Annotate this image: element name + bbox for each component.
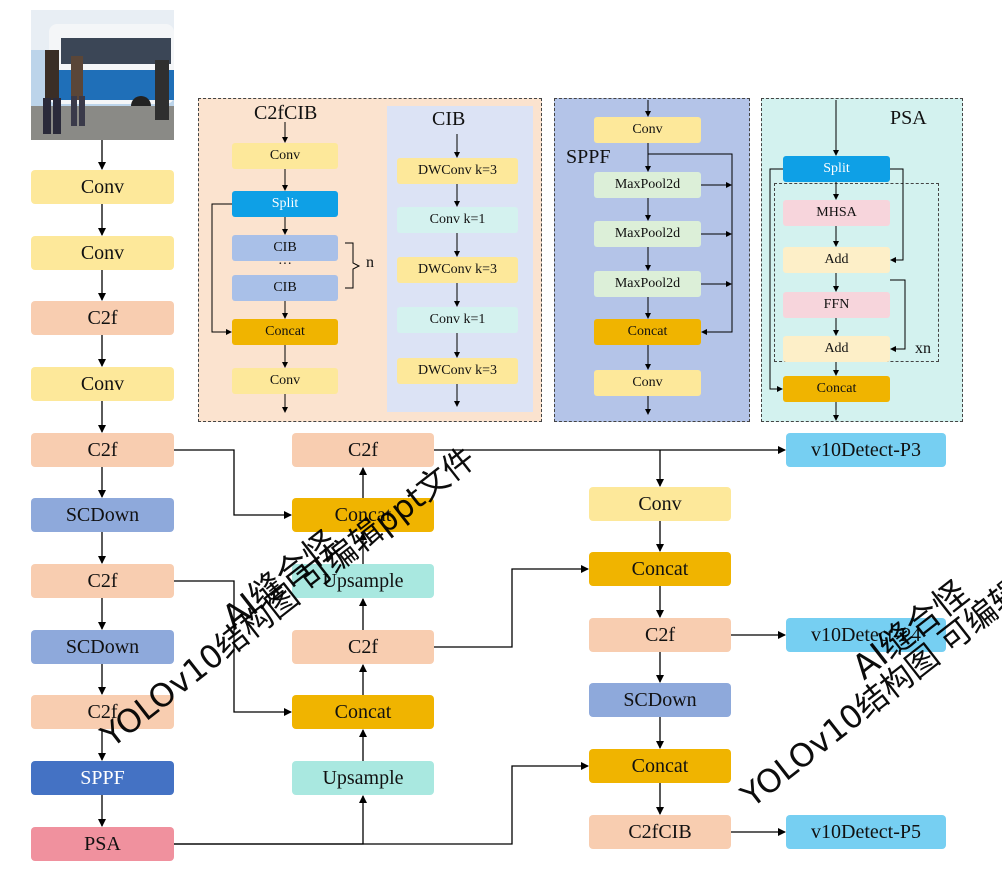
- psa-ffn: FFN: [783, 292, 890, 318]
- psa-add-1: Add: [783, 247, 890, 273]
- c2fcib-cib-2: CIB: [232, 275, 338, 301]
- psa-mhsa: MHSA: [783, 200, 890, 226]
- cib-conv-2: Conv k=1: [397, 307, 518, 333]
- backbone-scdown-1: SCDown: [31, 498, 174, 532]
- backbone-c2f-2: C2f: [31, 433, 174, 467]
- c2fcib-concat: Concat: [232, 319, 338, 345]
- cib-conv-1: Conv k=1: [397, 207, 518, 233]
- input-image: [31, 10, 174, 140]
- sppf-conv-2: Conv: [594, 370, 701, 396]
- backbone-psa: PSA: [31, 827, 174, 861]
- neck-c2f-mid: C2f: [292, 630, 434, 664]
- watermark-4: YOLOv10结构图 可编辑ppt文件: [733, 499, 1002, 815]
- backbone-scdown-2: SCDown: [31, 630, 174, 664]
- sppf-maxpool-2: MaxPool2d: [594, 221, 701, 247]
- sppf-maxpool-1: MaxPool2d: [594, 172, 701, 198]
- detect-p4: v10Detect-P4: [786, 618, 946, 652]
- psa-title: PSA: [890, 107, 927, 129]
- neck-upsample-bottom: Upsample: [292, 761, 434, 795]
- cib-dwconv-1: DWConv k=3: [397, 158, 518, 184]
- c2fcib-ellipsis: ···: [278, 257, 292, 272]
- c2fcib-n-label: n: [366, 254, 374, 271]
- sppf-title: SPPF: [566, 146, 611, 168]
- neck-c2f-top: C2f: [292, 433, 434, 467]
- head-concat-1: Concat: [589, 552, 731, 586]
- neck-upsample-top: Upsample: [292, 564, 434, 598]
- neck-concat-top: Concat: [292, 498, 434, 532]
- cib-title: CIB: [432, 108, 466, 130]
- cib-dwconv-2: DWConv k=3: [397, 257, 518, 283]
- backbone-conv-1: Conv: [31, 170, 174, 204]
- c2fcib-title: C2fCIB: [254, 102, 318, 124]
- psa-concat: Concat: [783, 376, 890, 402]
- psa-add-2: Add: [783, 336, 890, 362]
- head-scdown: SCDown: [589, 683, 731, 717]
- backbone-c2f-1: C2f: [31, 301, 174, 335]
- detect-p5: v10Detect-P5: [786, 815, 946, 849]
- backbone-conv-2: Conv: [31, 236, 174, 270]
- head-c2fcib: C2fCIB: [589, 815, 731, 849]
- backbone-c2f-4: C2f: [31, 695, 174, 729]
- head-conv: Conv: [589, 487, 731, 521]
- c2fcib-split: Split: [232, 191, 338, 217]
- psa-xn-label: xn: [915, 340, 931, 357]
- sppf-maxpool-3: MaxPool2d: [594, 271, 701, 297]
- sppf-conv-1: Conv: [594, 117, 701, 143]
- c2fcib-conv-1: Conv: [232, 143, 338, 169]
- cib-dwconv-3: DWConv k=3: [397, 358, 518, 384]
- detect-p3: v10Detect-P3: [786, 433, 946, 467]
- backbone-conv-3: Conv: [31, 367, 174, 401]
- sppf-concat: Concat: [594, 319, 701, 345]
- c2fcib-conv-2: Conv: [232, 368, 338, 394]
- neck-concat-bottom: Concat: [292, 695, 434, 729]
- head-concat-2: Concat: [589, 749, 731, 783]
- backbone-sppf: SPPF: [31, 761, 174, 795]
- head-c2f: C2f: [589, 618, 731, 652]
- psa-split: Split: [783, 156, 890, 182]
- c2fcib-cib-1: CIB: [232, 235, 338, 261]
- backbone-c2f-3: C2f: [31, 564, 174, 598]
